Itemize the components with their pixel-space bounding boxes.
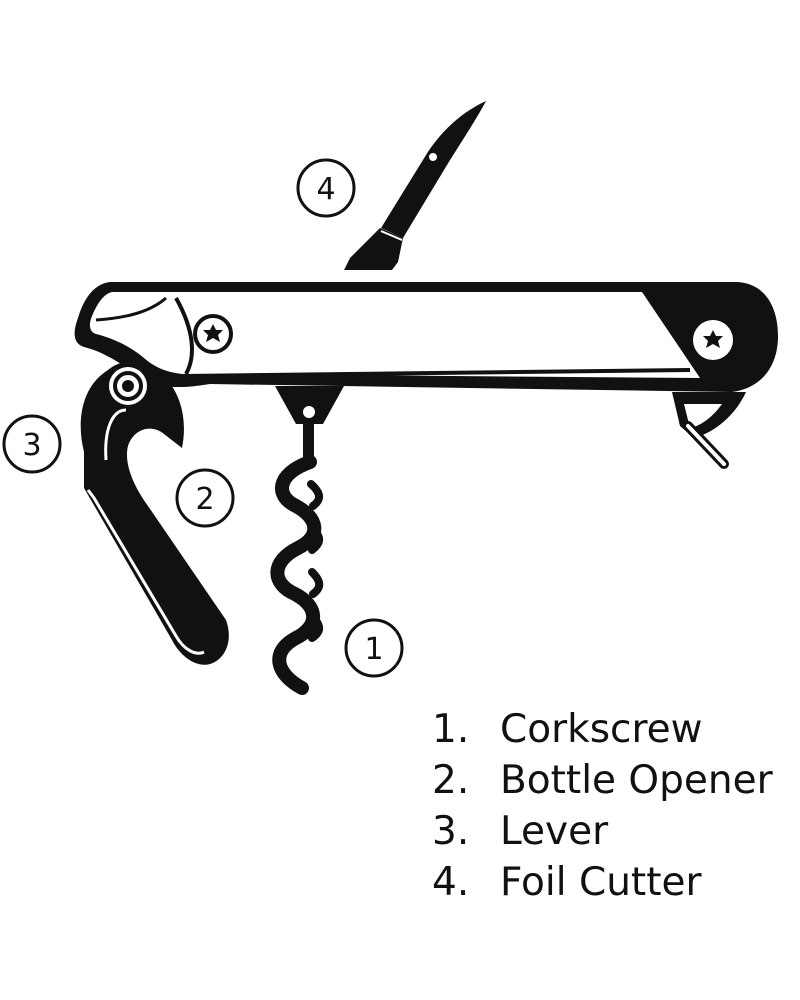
callout-3-number: 3 <box>22 428 41 463</box>
callout-1: 1 <box>344 618 404 678</box>
legend-item-lever: 3. Lever <box>432 806 773 857</box>
legend-item-foil-cutter: 4. Foil Cutter <box>432 857 773 908</box>
handle <box>74 282 778 392</box>
foil-cutter-blade <box>344 101 486 270</box>
legend-number: 2. <box>432 758 470 803</box>
callout-2-number: 2 <box>195 482 214 517</box>
callout-1-number: 1 <box>364 632 383 667</box>
legend-item-corkscrew: 1. Corkscrew <box>432 704 773 755</box>
callout-3: 3 <box>2 414 62 474</box>
legend-number: 1. <box>432 707 470 752</box>
callout-2: 2 <box>175 468 235 528</box>
legend-number: 4. <box>432 860 470 905</box>
callout-4: 4 <box>296 158 356 218</box>
callout-4-number: 4 <box>316 172 335 207</box>
parts-legend: 1. Corkscrew 2. Bottle Opener 3. Lever 4. Fo… <box>432 704 773 908</box>
legend-label: Corkscrew <box>500 707 703 752</box>
legend-label: Lever <box>500 809 609 854</box>
legend-label: Foil Cutter <box>500 860 702 905</box>
corkscrew-worm <box>270 386 344 695</box>
legend-number: 3. <box>432 809 470 854</box>
hinge-tip <box>672 392 746 469</box>
legend-label: Bottle Opener <box>500 758 773 803</box>
legend-item-bottle-opener: 2. Bottle Opener <box>432 755 773 806</box>
lever-arm <box>80 361 229 665</box>
